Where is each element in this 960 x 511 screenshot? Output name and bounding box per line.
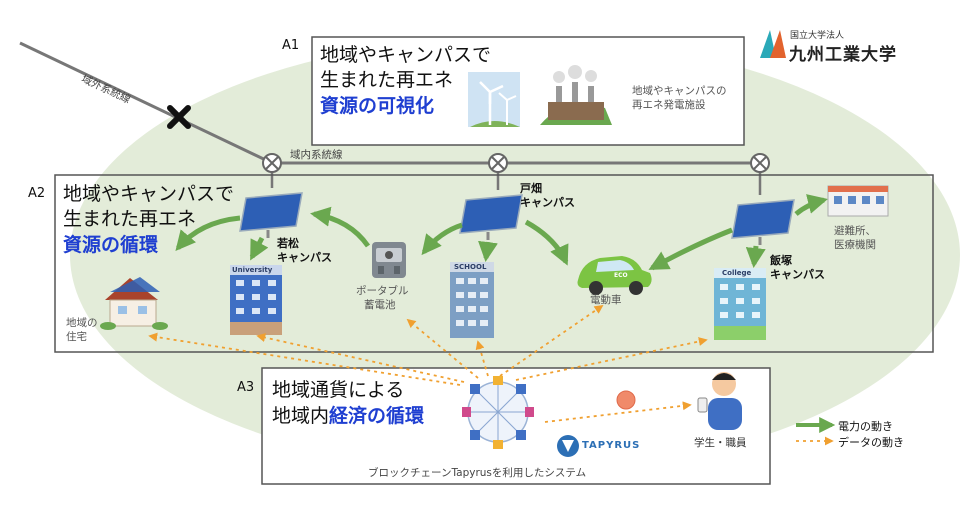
university-sign: University: [232, 266, 273, 274]
people-label: 学生・職員: [694, 437, 747, 449]
power-arrows: [175, 194, 828, 271]
house-icon: [100, 277, 168, 330]
wind-turbine-icon: [468, 72, 520, 127]
facility-label-1: 地域やキャンパスの: [632, 85, 727, 97]
shelter-building-icon: [827, 185, 889, 217]
system-label: ブロックチェーンTapyrusを利用したシステム: [368, 467, 587, 479]
external-grid-line: [19, 41, 273, 165]
data-arrows: [148, 304, 708, 423]
a1-line2: 生まれた再エネ: [320, 69, 454, 91]
wakamatsu-label-1: 若松: [277, 237, 299, 250]
legend-power: 電力の動き: [838, 420, 893, 433]
university-logo-icon: [760, 30, 786, 58]
legend-data: データの動き: [838, 436, 904, 449]
solar-panel-icon: [239, 192, 303, 238]
school-building-icon: [450, 262, 494, 338]
a3-line2: 地域内経済の循環: [272, 404, 424, 429]
college-sign: College: [722, 269, 752, 277]
a2-line2: 生まれた再エネ: [63, 208, 197, 230]
a2-line1: 地域やキャンパスで: [63, 183, 235, 205]
solar-panel-icon: [731, 199, 795, 245]
solar-panel-icon: [459, 194, 523, 240]
a1-highlight: 資源の可視化: [320, 95, 435, 117]
home-label-2: 住宅: [66, 331, 87, 343]
tapyrus-logo-icon: [557, 435, 579, 457]
university-building-icon: [230, 265, 282, 335]
a3-line1: 地域通貨による: [272, 379, 405, 401]
iizuka-label-1: 飯塚: [770, 254, 792, 267]
wakamatsu-label-2: キャンパス: [277, 251, 332, 264]
region-ellipse: [70, 37, 960, 473]
ev-label: 電動車: [590, 294, 622, 306]
tobata-label-2: キャンパス: [520, 196, 575, 209]
school-sign: SCHOOL: [454, 263, 487, 271]
a1-tag: A1: [282, 38, 300, 53]
tobata-label-1: 戸畑: [520, 182, 542, 195]
internal-grid-label: 域内系統線: [290, 149, 343, 161]
shelter-label-2: 医療機関: [834, 239, 876, 251]
iizuka-label-2: キャンパス: [770, 268, 825, 281]
battery-label-1: ポータブル: [356, 285, 409, 297]
geothermal-plant-icon: [540, 65, 612, 125]
facility-label-2: 再エネ発電施設: [632, 99, 706, 111]
electric-car-icon: [577, 256, 652, 295]
cut-x-icon: [167, 105, 191, 129]
blockchain-network-icon: [462, 376, 534, 449]
breaker-icon: [262, 153, 282, 173]
eco-sign: ECO: [614, 272, 628, 279]
logo-name: 九州工業大学: [789, 45, 897, 65]
a2-tag: A2: [28, 186, 46, 201]
breaker-icon: [488, 153, 508, 173]
breaker-icon: [750, 153, 770, 173]
a3-tag: A3: [237, 380, 255, 395]
battery-label-2: 蓄電池: [364, 299, 396, 311]
shelter-label-1: 避難所、: [834, 225, 876, 237]
a1-line1: 地域やキャンパスで: [320, 44, 492, 66]
a3-highlight: 経済の循環: [329, 405, 425, 427]
home-label-1: 地域の: [66, 317, 98, 329]
battery-icon: [372, 242, 406, 278]
person-icon: [697, 372, 742, 430]
a3-line2-prefix: 地域内: [272, 405, 330, 427]
tapyrus-label: TAPYRUS: [582, 440, 641, 451]
college-building-icon: [714, 268, 766, 340]
a2-highlight: 資源の循環: [63, 234, 159, 256]
coin-icon: [616, 390, 636, 410]
logo-subtitle: 国立大学法人: [790, 31, 845, 41]
